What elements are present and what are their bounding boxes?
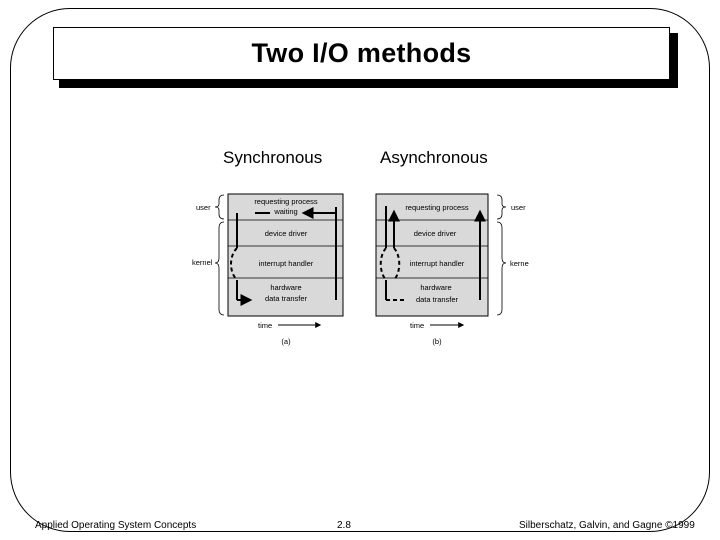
brace-kernel (214, 221, 225, 316)
footer-page-number: 2.8 (337, 520, 351, 531)
layer-label: hardware (420, 283, 451, 292)
layer-label: data transfer (265, 294, 308, 303)
layer-label: interrupt handler (410, 259, 465, 268)
side-label-kernel: kerne (510, 259, 529, 268)
time-label: time (410, 321, 424, 330)
caption-a: (a) (281, 337, 291, 346)
diagram-synchronous: requesting process waiting device driver… (192, 193, 344, 346)
interrupt-curve-left (379, 247, 387, 281)
slide-title: Two I/O methods (251, 38, 472, 68)
heading-synchronous: Synchronous (223, 148, 323, 167)
interrupt-curve-right (393, 247, 401, 281)
time-label: time (258, 321, 272, 330)
side-label-kernel: kernel (192, 258, 213, 267)
diagram-asynchronous: requesting process device driver interru… (375, 193, 529, 346)
side-label-user: user (196, 203, 211, 212)
layer-label: requesting process (405, 203, 469, 212)
layer-label: device driver (414, 229, 457, 238)
brace-user (496, 194, 507, 220)
layer-label: hardware (270, 283, 301, 292)
brace-kernel (496, 221, 507, 316)
brace-user (214, 194, 225, 220)
heading-asynchronous: Asynchronous (380, 148, 488, 167)
footer-left: Applied Operating System Concepts (35, 520, 197, 531)
layer-label: waiting (273, 207, 297, 216)
layer-label: requesting process (254, 197, 318, 206)
side-label-user: user (511, 203, 526, 212)
layer-label: data transfer (416, 295, 459, 304)
title-box: Two I/O methods (53, 27, 670, 80)
layer-label: interrupt handler (259, 259, 314, 268)
layer-label: device driver (265, 229, 308, 238)
footer-right: Silberschatz, Galvin, and Gagne ©1999 (519, 520, 695, 531)
slide-frame (10, 8, 710, 532)
interrupt-wait-curve (230, 247, 238, 281)
caption-b: (b) (432, 337, 442, 346)
